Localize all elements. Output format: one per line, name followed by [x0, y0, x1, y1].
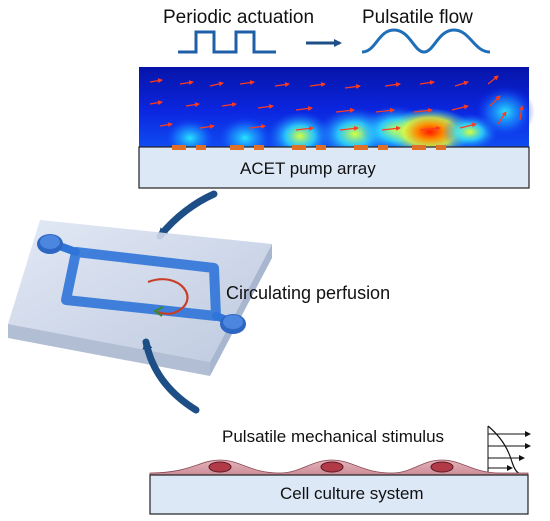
- curved-arrow-icon: [142, 338, 200, 414]
- periodic-actuation-label: Periodic actuation: [163, 7, 315, 28]
- cell-culture-substrate: [149, 474, 529, 515]
- acet-pump-array-label: ACET pump array: [240, 159, 376, 178]
- recirculation-arrow-icon: [147, 278, 189, 317]
- pulsatile-stimulus-label: Pulsatile mechanical stimulus: [222, 427, 445, 446]
- circulating-perfusion-label: Circulating perfusion: [226, 283, 391, 303]
- curved-arrow-icon: [156, 190, 218, 240]
- cell-layer: [149, 459, 529, 477]
- square-wave-icon: [178, 30, 276, 54]
- cell-culture-system-label: Cell culture system: [280, 484, 424, 503]
- microfluidic-chip: [8, 220, 272, 376]
- flow-profile-icon: [487, 425, 531, 476]
- sine-wave-icon: [361, 28, 491, 54]
- acet-pump-array-substrate: [138, 145, 530, 189]
- pulsatile-flow-label: Pulsatile flow: [362, 7, 473, 28]
- electrode-array: [172, 145, 446, 150]
